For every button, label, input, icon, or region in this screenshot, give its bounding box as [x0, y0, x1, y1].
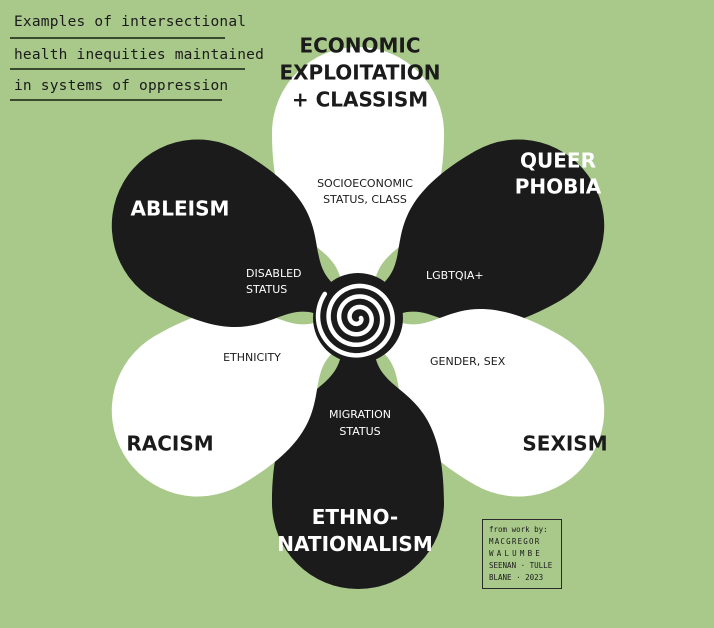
- petal-sexism-inner-line-1: GENDER, SEX: [430, 355, 506, 368]
- petal-queerphobia: [375, 139, 605, 327]
- petal-queerphobia-inner-line-1: LGBTQIA+: [426, 269, 484, 282]
- credit-name-1: MACGREGOR: [489, 537, 541, 546]
- petal-ableism-title-line-1: ABLEISM: [131, 197, 230, 221]
- petal-ableism-inner-line-1: DISABLED: [246, 267, 302, 280]
- spiral-line: [315, 283, 395, 358]
- title-underline-1: [10, 37, 225, 39]
- petal-economic-title-line-1: ECONOMIC: [299, 34, 420, 58]
- petal-economic: [272, 47, 444, 288]
- petal-ethnonationalism: [272, 348, 444, 589]
- title-underline-3: [10, 99, 222, 101]
- petal-ethnonationalism-inner-line-2: STATUS: [339, 425, 380, 438]
- credit-box: from work by: MACGREGOR WALUMBE SEENAN ·…: [482, 519, 562, 589]
- petal-racism: [111, 309, 341, 497]
- petal-ableism-inner-line-2: STATUS: [246, 283, 287, 296]
- title-underline-2: [10, 68, 245, 70]
- petal-economic-inner-line-2: STATUS, CLASS: [323, 193, 407, 206]
- petal-ethnonationalism-title-line-2: NATIONALISM: [277, 532, 432, 556]
- petal-racism-inner-line-1: ETHNICITY: [223, 351, 281, 364]
- credit-name-2: WALUMBE: [489, 549, 544, 558]
- title-line-3: in systems of oppression: [14, 78, 229, 94]
- title-line-2: health inequities maintained: [14, 47, 265, 63]
- petal-economic-title-line-2: EXPLOITATION: [279, 61, 440, 85]
- petal-economic-inner-line-1: SOCIOECONOMIC: [317, 177, 413, 190]
- credit-intro: from work by:: [489, 525, 548, 534]
- petal-sexism-title-line-1: SEXISM: [522, 432, 607, 456]
- petal-ethnonationalism-inner-line-1: MIGRATION: [329, 408, 391, 421]
- petal-ethnonationalism-title-line-1: ETHNO-: [312, 505, 398, 529]
- petal-economic-title-line-3: + CLASSISM: [292, 88, 428, 112]
- petal-racism-title-line-1: RACISM: [126, 432, 213, 456]
- petal-ableism: [111, 139, 341, 327]
- petal-queerphobia-title-line-1: QUEER: [520, 149, 596, 173]
- title-line-1: Examples of intersectional: [14, 14, 247, 30]
- petal-queerphobia-title-line-2: PHOBIA: [515, 175, 602, 199]
- credit-name-4: BLANE · 2023: [489, 573, 544, 582]
- credit-name-3: SEENAN · TULLE: [489, 561, 553, 570]
